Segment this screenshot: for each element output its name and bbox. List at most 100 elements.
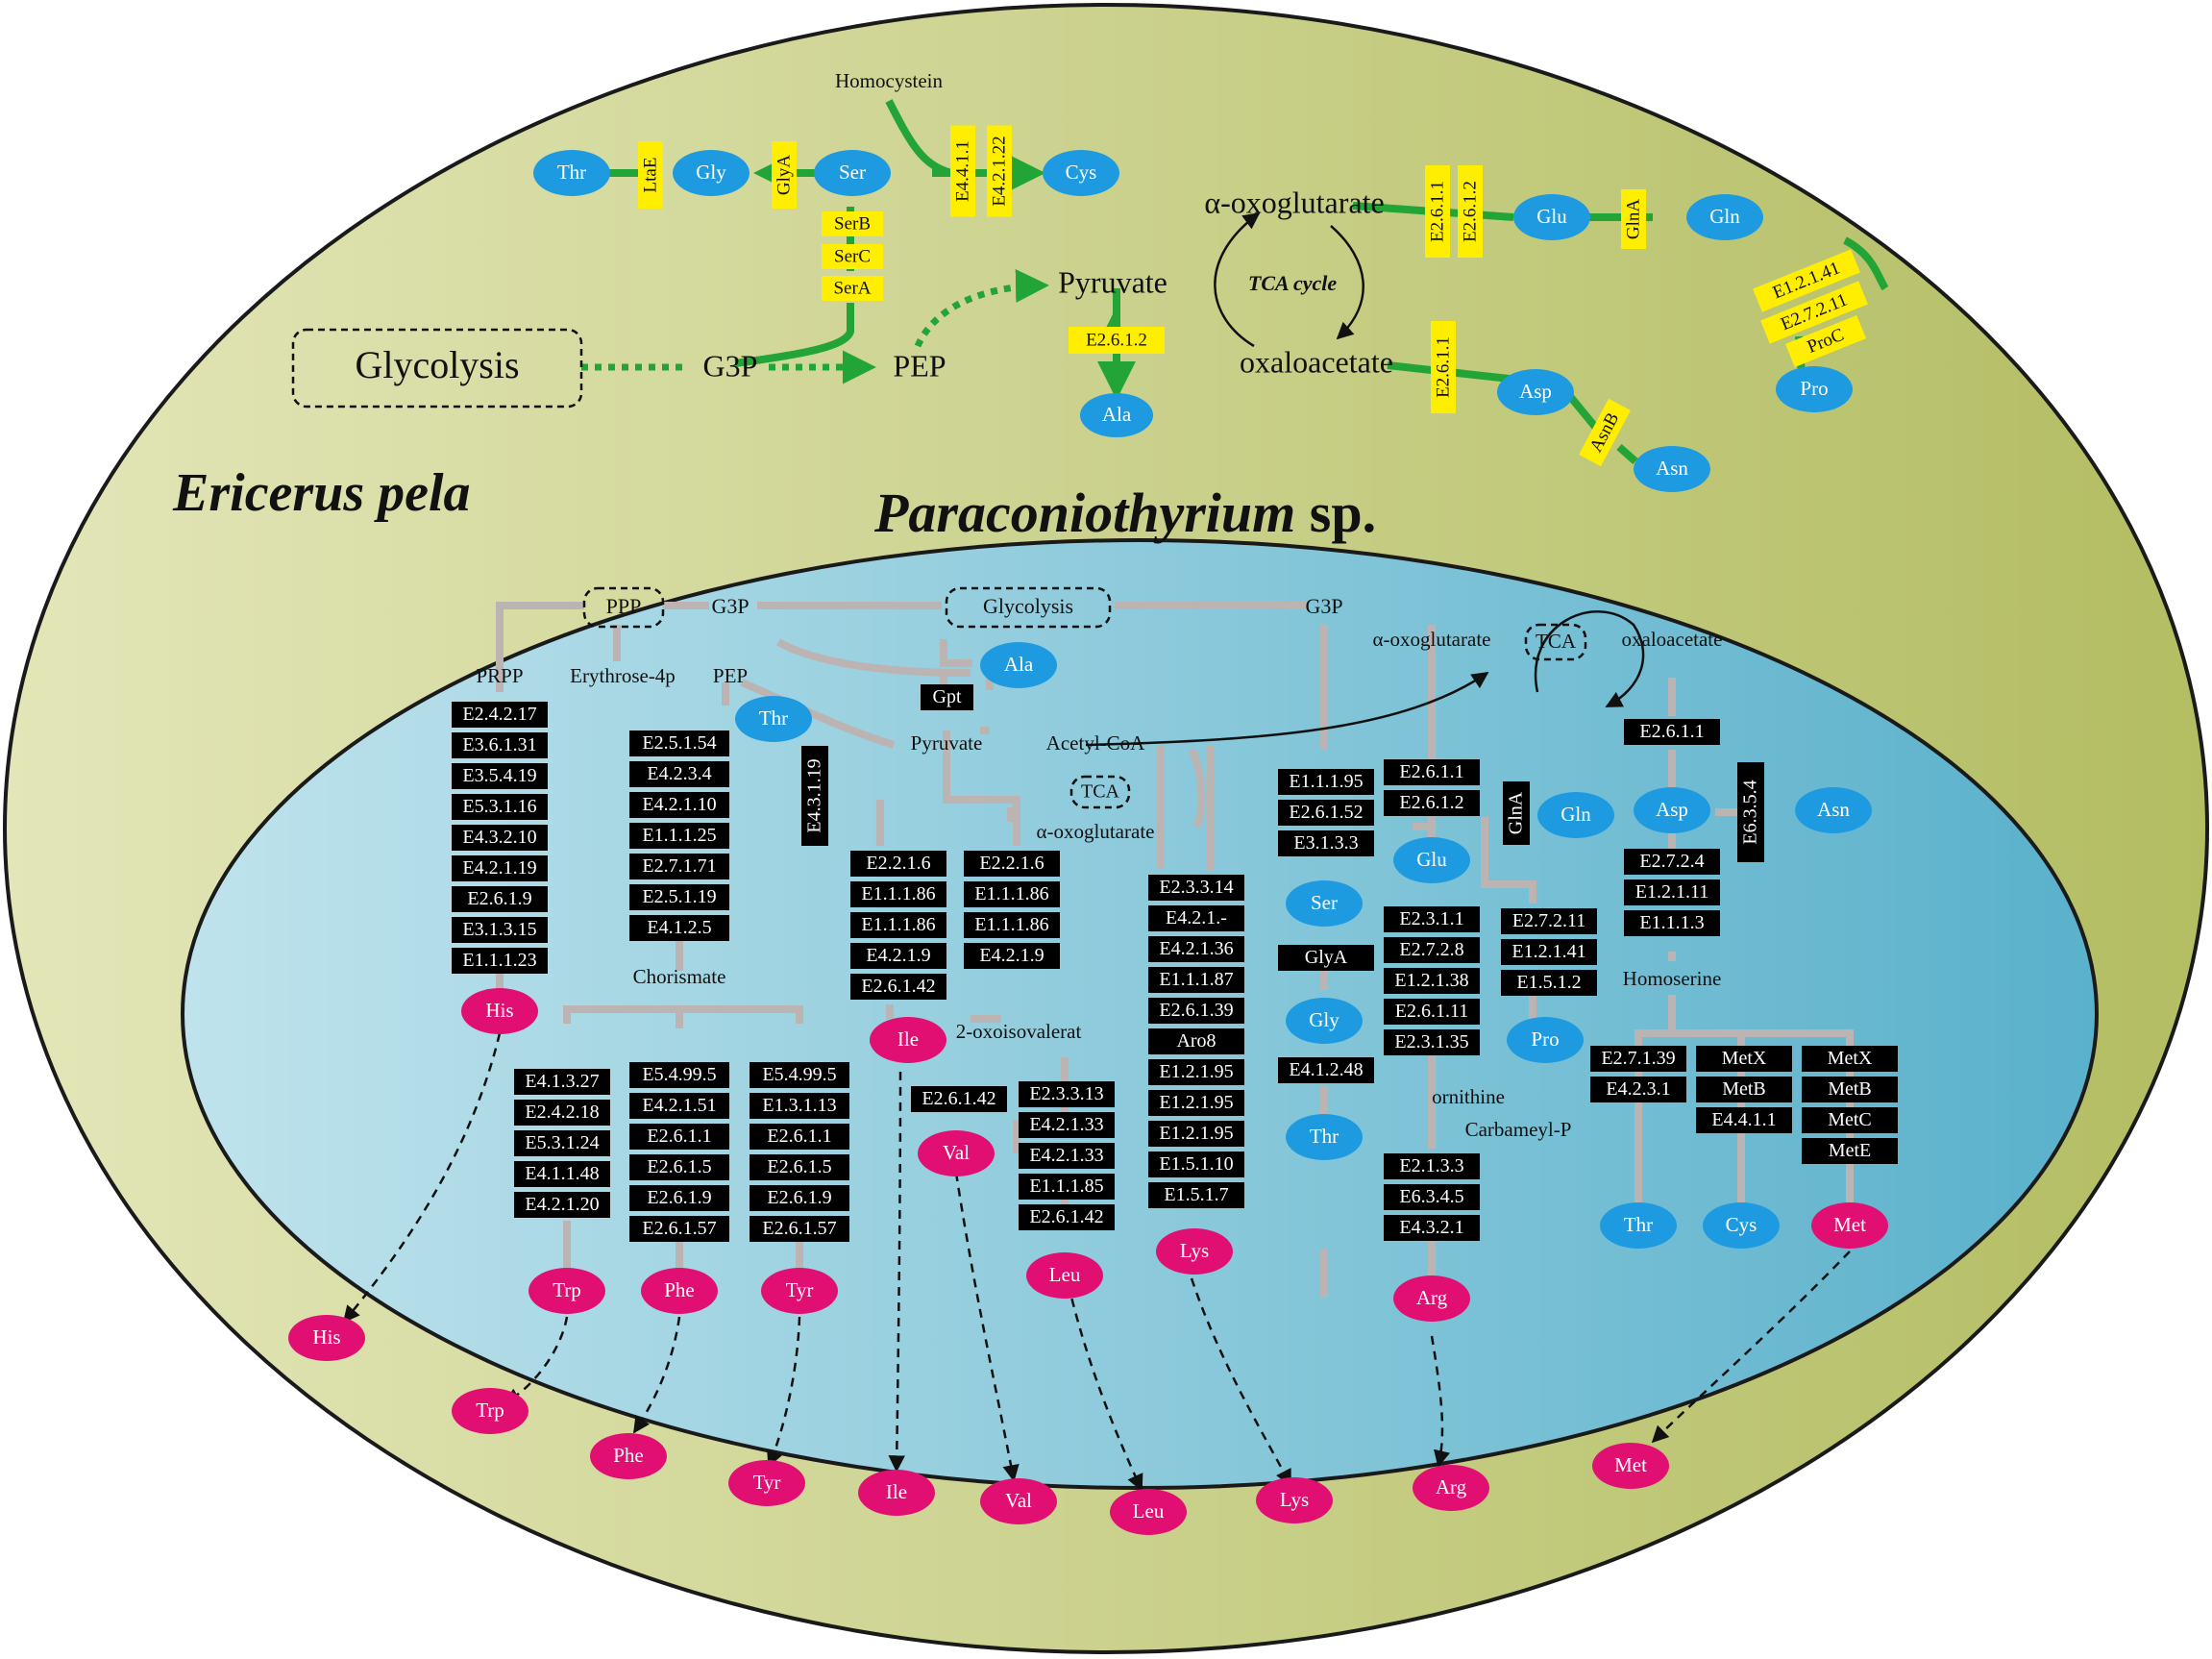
enzyme-box	[911, 1086, 1007, 1112]
exported-met-node-shape	[1592, 1443, 1669, 1489]
enzyme-box	[629, 884, 729, 910]
enzyme-box	[629, 823, 729, 849]
inner-gly-node: Gly	[1286, 998, 1363, 1044]
enzyme-label: E4.2.1.19	[462, 857, 536, 879]
enzyme-label: MetX	[1722, 1048, 1767, 1069]
enzyme-box	[629, 730, 729, 756]
host-glu-node-shape	[1513, 194, 1590, 240]
enzyme-box	[629, 854, 729, 879]
host-cys-node-label: Cys	[1066, 161, 1097, 184]
inner-val-node: Val	[918, 1130, 995, 1176]
e4411-enzyme-box	[950, 125, 975, 217]
enzyme-stack-glu: E2.6.1.1E2.6.1.2	[1384, 759, 1480, 816]
enzyme-box	[1148, 1182, 1244, 1208]
enzyme-stack-lys: E2.3.3.14E4.2.1.-E4.2.1.36E1.1.1.87E2.6.…	[1148, 875, 1244, 1208]
enzyme-label: E2.5.1.54	[642, 732, 716, 754]
exported-lys-node-label: Lys	[1280, 1488, 1309, 1511]
inner-trp-node: Trp	[528, 1268, 605, 1314]
enzyme-stack-orn: E2.3.1.1E2.7.2.8E1.2.1.38E2.6.1.11E2.3.1…	[1384, 906, 1480, 1055]
host-gly-node-label: Gly	[696, 161, 726, 184]
enzyme-label: E1.2.1.38	[1394, 970, 1468, 991]
serc-enzyme-label: SerC	[834, 246, 871, 266]
inner-lys-node: Lys	[1156, 1228, 1233, 1275]
enzyme-label: E1.2.1.41	[1512, 941, 1585, 962]
inner-glu-node-label: Glu	[1416, 848, 1447, 871]
inner-phe-node-shape	[641, 1268, 718, 1314]
enzyme-label: E2.3.3.14	[1159, 877, 1233, 898]
inner-met-node-shape	[1811, 1202, 1888, 1249]
ppp-label: PPP	[606, 594, 642, 618]
exported-leu-node: Leu	[1110, 1489, 1187, 1535]
enzyme-label: E4.4.1.1	[1711, 1109, 1776, 1130]
exported-leu-node-shape	[1110, 1489, 1187, 1535]
inner-thr-top-node-shape	[735, 696, 812, 742]
enzyme-box	[1802, 1107, 1898, 1133]
exported-ile-node-shape	[858, 1470, 935, 1516]
glna-enzyme-box	[1621, 189, 1646, 249]
enzyme-box	[1384, 1184, 1480, 1210]
host-ala-node: Ala	[1080, 393, 1153, 437]
enzyme-box	[850, 943, 946, 969]
enzyme-label: E2.6.1.42	[1029, 1206, 1103, 1227]
enzyme-box	[1148, 905, 1244, 931]
host-ser-node: Ser	[814, 150, 891, 196]
host-pro-node: Pro	[1776, 366, 1853, 412]
oxoglutarate-label: α-oxoglutarate	[1204, 185, 1384, 219]
inner-thr-top-node: Thr	[735, 696, 812, 742]
host-gln-node-shape	[1686, 194, 1763, 240]
host-thr-node-shape	[533, 150, 610, 196]
ornithine-label: ornithine	[1432, 1085, 1505, 1108]
inner-ile-node-shape	[870, 1017, 946, 1063]
enzyme-box	[964, 851, 1060, 877]
enzyme-stack-arg: E2.1.3.3E6.3.4.5E4.3.2.1	[1384, 1153, 1480, 1241]
exported-arg-node-shape	[1413, 1465, 1489, 1511]
glya-enzyme-box	[772, 141, 797, 209]
host-pro-node-label: Pro	[1800, 377, 1828, 400]
exported-val-node-shape	[980, 1478, 1057, 1524]
enzyme-box	[1019, 1143, 1115, 1169]
exported-val-node-label: Val	[1005, 1489, 1032, 1512]
enzyme-label: E2.7.2.4	[1639, 851, 1704, 872]
enzyme-label: E4.1.3.27	[525, 1071, 599, 1092]
enzyme-label: E4.2.1.9	[866, 945, 930, 966]
host-thr-node-label: Thr	[557, 161, 586, 184]
enzyme-label: Gpt	[933, 686, 962, 707]
inner-ser-node: Ser	[1286, 880, 1363, 927]
inner-ala-node-label: Ala	[1004, 653, 1034, 676]
enzyme-box	[850, 912, 946, 938]
symbiont-tca-arrows	[1085, 610, 1645, 747]
enzyme-box	[1384, 968, 1480, 994]
enzyme-stack-asp_top: E2.6.1.1	[1624, 719, 1720, 745]
exported-leu-node-label: Leu	[1133, 1499, 1165, 1523]
host-thr-node: Thr	[533, 150, 610, 196]
enzyme-box	[1384, 790, 1480, 816]
enzyme-label: E2.6.1.9	[767, 1187, 831, 1208]
enzyme-label: MetB	[1828, 1078, 1872, 1100]
inner-ser-node-label: Ser	[1311, 891, 1338, 914]
e2612-glu-enzyme-box	[1458, 165, 1483, 258]
e2612-ala-enzyme-box	[1069, 327, 1165, 354]
enzyme-label: E4.1.2.5	[647, 917, 711, 938]
enzyme-box	[452, 855, 548, 881]
enzyme-label: E2.6.1.42	[861, 976, 935, 997]
enzyme-box	[964, 912, 1060, 938]
serb-enzyme-box	[822, 211, 883, 236]
enzyme-label: E4.2.1.33	[1029, 1114, 1103, 1135]
enzyme-box	[629, 792, 729, 818]
inner-arg-node-label: Arg	[1416, 1286, 1448, 1309]
exported-ile-node-label: Ile	[886, 1480, 907, 1503]
inner-arg-node-shape	[1393, 1275, 1470, 1322]
enzyme-stack-tyr: E5.4.99.5E1.3.1.13E2.6.1.1E2.6.1.5E2.6.1…	[750, 1062, 849, 1242]
enzyme-box	[452, 702, 548, 728]
enzyme-label: E2.7.2.11	[1512, 910, 1585, 931]
inner-glycolysis-box	[945, 586, 1112, 629]
enzyme-label: E2.7.2.8	[1399, 939, 1463, 960]
enzyme-box	[1384, 1215, 1480, 1241]
enzyme-label: E4.3.2.10	[462, 827, 536, 848]
enzyme-stack-glya: GlyA	[1278, 945, 1374, 971]
enzyme-label: E4.2.3.1	[1606, 1078, 1670, 1100]
enzyme-box	[452, 917, 548, 943]
enzyme-box	[1148, 967, 1244, 993]
